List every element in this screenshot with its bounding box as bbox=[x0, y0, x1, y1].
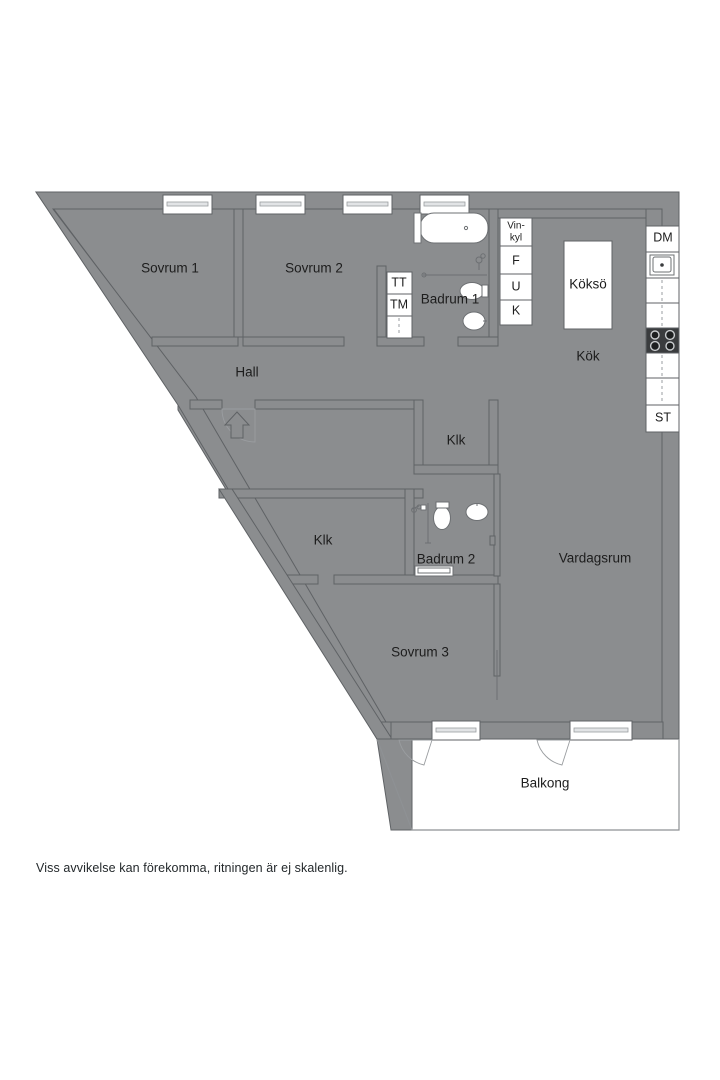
room-label-kok: Kök bbox=[576, 349, 600, 364]
appliance-label-dishwasher: DM bbox=[653, 230, 672, 244]
kitchen-sink bbox=[649, 254, 675, 276]
entrance-door[interactable] bbox=[221, 408, 256, 443]
shower-rail-1 bbox=[421, 272, 487, 278]
appliance-label-washing-machine: TM bbox=[390, 297, 408, 311]
room-label-sovrum-1: Sovrum 1 bbox=[141, 261, 199, 276]
appliance-label-wine-fridge-line2: kyl bbox=[510, 233, 522, 244]
toilet-2 bbox=[433, 501, 451, 530]
shower-mixer-1 bbox=[475, 253, 486, 270]
appliance-label-oven: U bbox=[511, 279, 520, 293]
balcony-wall-segments bbox=[390, 721, 664, 740]
room-label-badrum-2: Badrum 2 bbox=[417, 552, 476, 567]
stove bbox=[645, 327, 680, 354]
window-top-2 bbox=[255, 194, 306, 215]
window-top-1 bbox=[162, 194, 213, 215]
room-label-sovrum-3: Sovrum 3 bbox=[391, 645, 449, 660]
kitchen-island bbox=[563, 240, 613, 330]
kitchen-corner-notch bbox=[645, 208, 663, 227]
appliance-label-wine-fridge-line1: Vin- bbox=[507, 221, 525, 232]
window-top-3 bbox=[342, 194, 393, 215]
shower-head-2 bbox=[411, 504, 427, 513]
room-label-balkong: Balkong bbox=[521, 776, 570, 791]
appliance-label-freezer: F bbox=[512, 253, 520, 267]
balcony-door-2[interactable] bbox=[536, 720, 633, 766]
bathtub bbox=[413, 212, 489, 244]
laundry-cabinets bbox=[386, 271, 413, 339]
bathtub-2-edge bbox=[414, 565, 454, 577]
room-label-koekso: Köksö bbox=[569, 277, 607, 292]
sink-1 bbox=[462, 311, 487, 331]
appliance-label-fridge: K bbox=[512, 303, 521, 317]
room-label-klk-top: Klk bbox=[447, 433, 466, 448]
room-label-badrum-1: Badrum 1 bbox=[421, 292, 480, 307]
toilet-1 bbox=[459, 282, 489, 300]
room-label-vardagsrum: Vardagsrum bbox=[559, 551, 632, 566]
plan-disclaimer-caption: Viss avvikelse kan förekomma, ritningen … bbox=[36, 861, 348, 875]
window-top-4 bbox=[419, 194, 470, 215]
appliance-label-tumble-dryer: TT bbox=[391, 275, 407, 289]
sink-2 bbox=[465, 503, 489, 521]
kitchen-tall-unit bbox=[499, 217, 533, 326]
room-label-sovrum-2: Sovrum 2 bbox=[285, 261, 343, 276]
room-label-klk-left: Klk bbox=[314, 533, 333, 548]
shower-drain-line-2 bbox=[425, 503, 431, 544]
interior-walls bbox=[151, 208, 647, 677]
kitchen-right-run bbox=[645, 225, 680, 433]
appliance-label-cleaning-cabinet: ST bbox=[655, 410, 671, 424]
room-label-hall: Hall bbox=[235, 365, 258, 380]
